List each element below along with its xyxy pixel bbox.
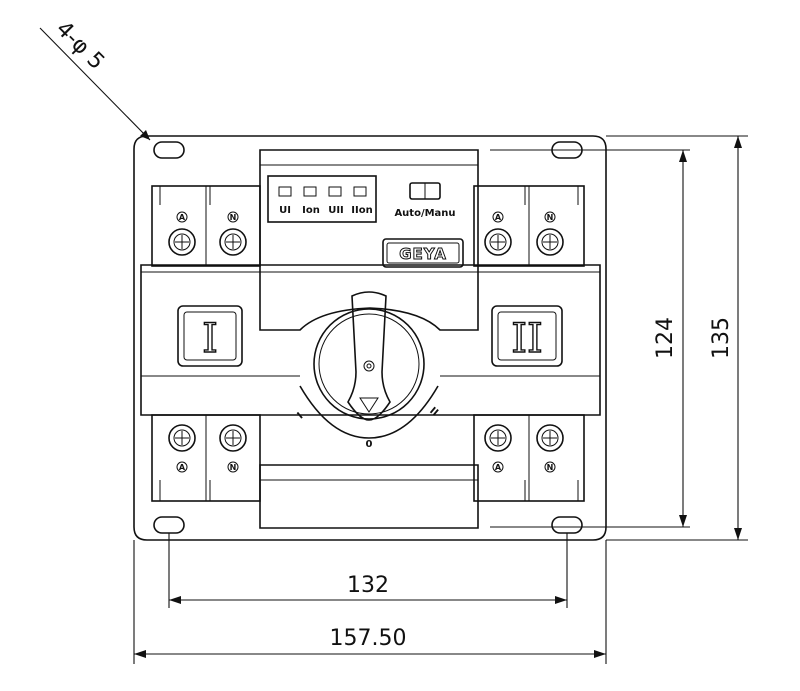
terminal-screw [219, 228, 247, 256]
source-ii-label: II [511, 316, 543, 362]
terminal-screw [536, 228, 564, 256]
top-terminals [151, 185, 585, 267]
position-arc [299, 385, 439, 439]
control-housing [259, 149, 479, 331]
indicator-label: Ion [302, 205, 320, 216]
bottom-terminals [151, 414, 585, 502]
knob-position-ii: II [427, 405, 440, 418]
terminal-screw [168, 424, 196, 452]
knob-position-0: 0 [366, 439, 373, 450]
indicator-label: UII [328, 205, 344, 216]
body-band [140, 264, 601, 416]
mount-hole-bottom-right [551, 516, 583, 534]
led-icon [303, 186, 317, 197]
indicator-label: UI [279, 205, 291, 216]
arrow-icon [140, 130, 150, 140]
terminal-label-bottom: A [179, 463, 186, 472]
source-i-label: I [202, 316, 218, 362]
indicator-window [267, 175, 377, 223]
terminal-label-bottom: N [547, 463, 554, 472]
mode-label: Auto/Manu [394, 208, 455, 219]
source-i-button[interactable] [177, 305, 243, 367]
terminal-label-bottom: N [230, 463, 237, 472]
dim-width-outer: 157.50 [330, 626, 407, 651]
hole-leader [39, 27, 151, 141]
rotary-handle[interactable] [313, 291, 425, 421]
terminal-screw [484, 228, 512, 256]
brand-name: GEYA [399, 245, 447, 263]
led-icon [353, 186, 367, 197]
terminal-screw [536, 424, 564, 452]
mount-hole-top-left [153, 141, 185, 159]
terminal-label-top: N [230, 213, 237, 222]
dim-height-inner: 124 [653, 317, 678, 359]
led-icon [278, 186, 292, 197]
brand-logo [382, 238, 464, 268]
source-ii-button[interactable] [491, 305, 563, 367]
dim-width-inner: 132 [347, 573, 389, 598]
terminal-label-bottom: A [495, 463, 502, 472]
dim-height-outer: 135 [709, 317, 734, 359]
mount-hole-bottom-left [153, 516, 185, 534]
hole-callout: 4-φ 5 [51, 17, 109, 75]
lower-panel [259, 464, 479, 529]
terminal-label-top: A [179, 213, 186, 222]
base-plate [133, 135, 607, 541]
terminal-label-top: A [495, 213, 502, 222]
indicator-label: IIon [351, 205, 372, 216]
led-icon [328, 186, 342, 197]
terminal-screw [168, 228, 196, 256]
terminal-screw [219, 424, 247, 452]
terminal-screw [484, 424, 512, 452]
terminal-label-top: N [547, 213, 554, 222]
knob-position-i: I [295, 411, 305, 422]
